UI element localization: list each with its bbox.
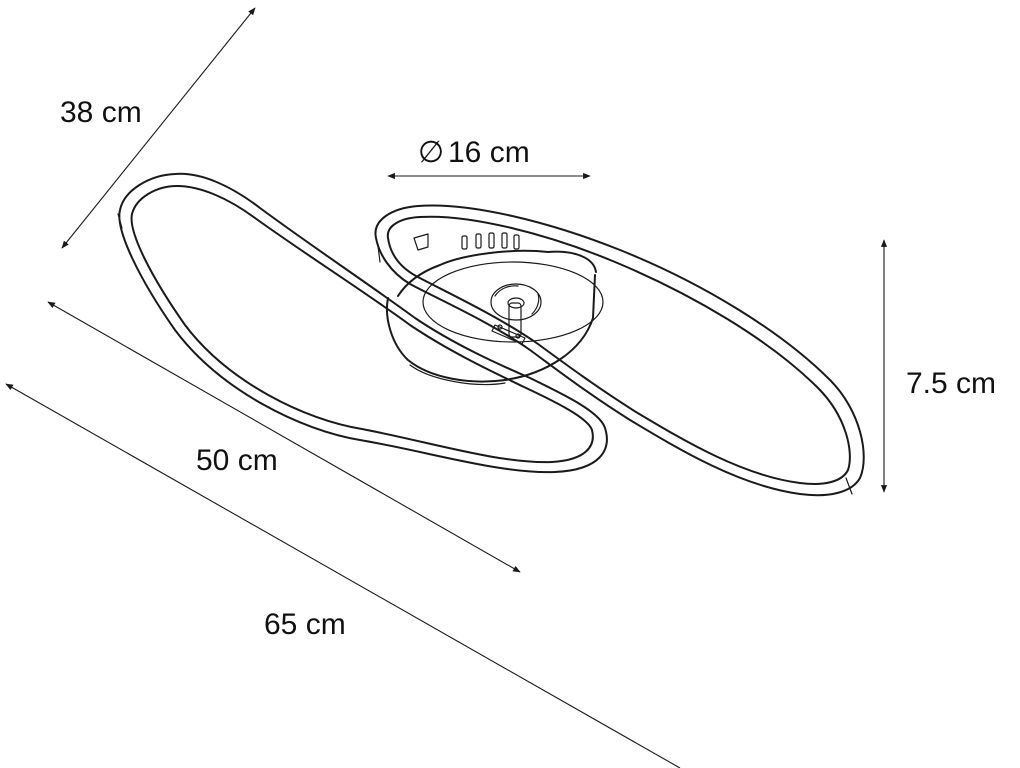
- dimension-line-total-length: [5, 383, 681, 768]
- depth-label: 38 cm: [60, 96, 142, 129]
- led-ring: [117, 172, 865, 497]
- dimension-line-inner-length: [47, 301, 521, 573]
- inner-length-label: 50 cm: [196, 444, 278, 477]
- height-label: 7.5 cm: [906, 367, 996, 400]
- pivot-screw: [490, 283, 542, 345]
- canopy: [386, 232, 604, 386]
- dimension-line-depth: [61, 7, 256, 249]
- total-length-label: 65 cm: [264, 608, 346, 641]
- vent-slots: [461, 232, 520, 250]
- diameter-label: 16 cm: [448, 136, 530, 169]
- diameter-symbol: ∅: [418, 136, 444, 169]
